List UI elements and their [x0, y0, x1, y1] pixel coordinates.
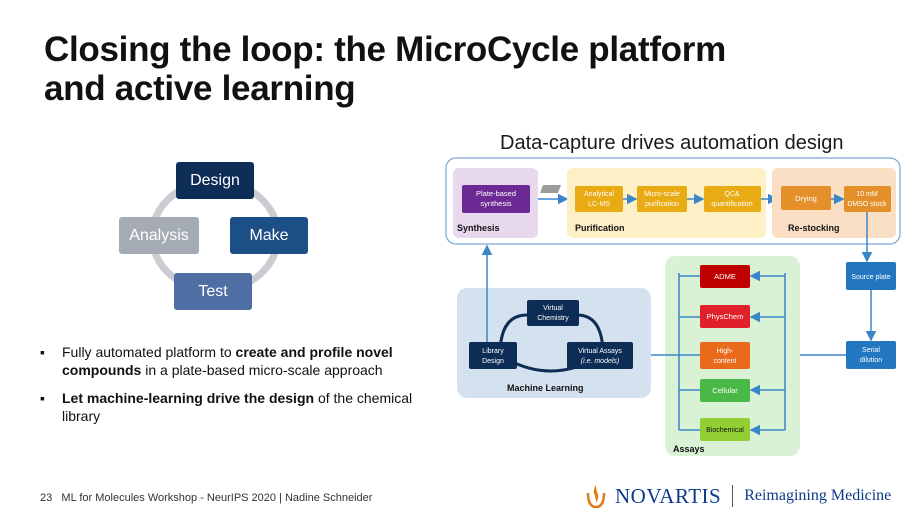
analytical-box — [575, 186, 623, 212]
footer: 23 ML for Molecules Workshop - NeurIPS 2… — [40, 492, 372, 504]
workflow-diagram: Plate-based synthesis Synthesis Analytic… — [445, 157, 901, 456]
ml-label: Machine Learning — [507, 383, 584, 393]
source-plate-box — [846, 262, 896, 290]
diagram-title: Data-capture drives automation design — [500, 132, 844, 154]
virtual-chemistry-box — [527, 300, 579, 326]
drying-label: Drying — [795, 194, 817, 203]
bullet-marker: ▪ — [40, 344, 45, 360]
bullet-text: of the chemical library — [62, 390, 413, 424]
biochemical-box — [700, 418, 750, 441]
restocking-label: Re-stocking — [788, 223, 840, 233]
bullet-marker: ▪ — [40, 390, 45, 406]
bullet-text: Fully automated platform to — [62, 344, 236, 360]
plate-synthesis-label: synthesis — [480, 199, 512, 208]
microscale-label: Micro-scale — [644, 191, 680, 198]
library-design-box — [469, 342, 517, 369]
biochemical-label: Biochemical — [706, 427, 744, 434]
bullet-text: in a plate-based micro-scale approach — [141, 362, 383, 378]
dmso-label: DMSO stock — [847, 201, 887, 208]
ml-panel — [457, 288, 651, 398]
dmta-cycle: Design Make Test Analysis — [100, 150, 330, 320]
plate-synthesis-label: Plate-based — [476, 189, 516, 198]
title-line-1: Closing the loop: the MicroCycle platfor… — [44, 30, 726, 69]
plate-icon — [540, 185, 561, 193]
qc-label: quantification — [711, 201, 752, 208]
physchem-box — [700, 305, 750, 328]
microscale-label: purification — [645, 201, 679, 208]
serial-dilution-label: Serial — [862, 347, 880, 354]
assays-label: Assays — [673, 444, 705, 454]
cellular-box — [700, 379, 750, 402]
drying-box — [781, 186, 831, 210]
dmso-box — [844, 186, 891, 212]
purification-label: Purification — [575, 223, 625, 233]
logo-tagline: Reimagining Medicine — [744, 487, 892, 504]
library-design-label: Library — [482, 348, 504, 355]
microscale-box — [637, 186, 687, 212]
analytical-label: Analytical — [584, 191, 614, 198]
qc-label: QC& — [724, 191, 740, 198]
virtual-assays-label: Virtual Assays — [578, 348, 622, 355]
plate-synthesis-box — [462, 185, 530, 213]
highcontent-box — [700, 342, 750, 369]
synthesis-label: Synthesis — [457, 223, 500, 233]
adme-box — [700, 265, 750, 288]
novartis-flame-icon — [586, 485, 606, 509]
dmso-label: 10 mM — [856, 191, 878, 198]
bullet-bold-text: Let machine-learning drive the design — [62, 390, 315, 406]
virtual-chemistry-label: Virtual — [543, 305, 563, 312]
bullet-list: ▪ Fully automated platform to create and… — [40, 343, 420, 435]
serial-dilution-box — [846, 341, 896, 369]
library-design-label: Design — [482, 358, 504, 365]
analytical-label: LC-MS — [588, 201, 610, 208]
qc-box — [704, 186, 761, 212]
serial-dilution-label: dilution — [860, 357, 882, 364]
physchem-label: PhysChem — [707, 312, 744, 321]
cellular-label: Cellular — [712, 386, 738, 395]
bullet-item: ▪ Fully automated platform to create and… — [40, 343, 420, 379]
virtual-assays-label: (i.e. models) — [581, 358, 620, 365]
analysis-box: Analysis — [119, 217, 199, 254]
bullet-item: ▪ Let machine-learning drive the design … — [40, 389, 420, 425]
logo-divider — [732, 485, 734, 507]
title-line-2: and active learning — [44, 69, 356, 108]
highcontent-label: content — [714, 358, 737, 365]
highcontent-label: High- — [717, 348, 734, 355]
footer-text: ML for Molecules Workshop - NeurIPS 2020… — [61, 492, 373, 504]
novartis-logo: NOVARTIS Reimagining Medicine — [585, 481, 891, 511]
source-plate-label: Source plate — [851, 274, 890, 281]
virtual-chemistry-label: Chemistry — [537, 315, 569, 322]
virtual-assays-box — [567, 342, 633, 369]
design-box: Design — [176, 162, 254, 199]
logo-wordmark: NOVARTIS — [615, 483, 722, 508]
slide-title: Closing the loop: the MicroCycle platfor… — [44, 30, 884, 108]
make-box: Make — [230, 217, 308, 254]
page-number: 23 — [40, 492, 53, 504]
test-box: Test — [174, 273, 252, 310]
bullet-bold-text: create and profile novel compounds — [62, 344, 393, 378]
adme-label: ADME — [714, 272, 736, 281]
